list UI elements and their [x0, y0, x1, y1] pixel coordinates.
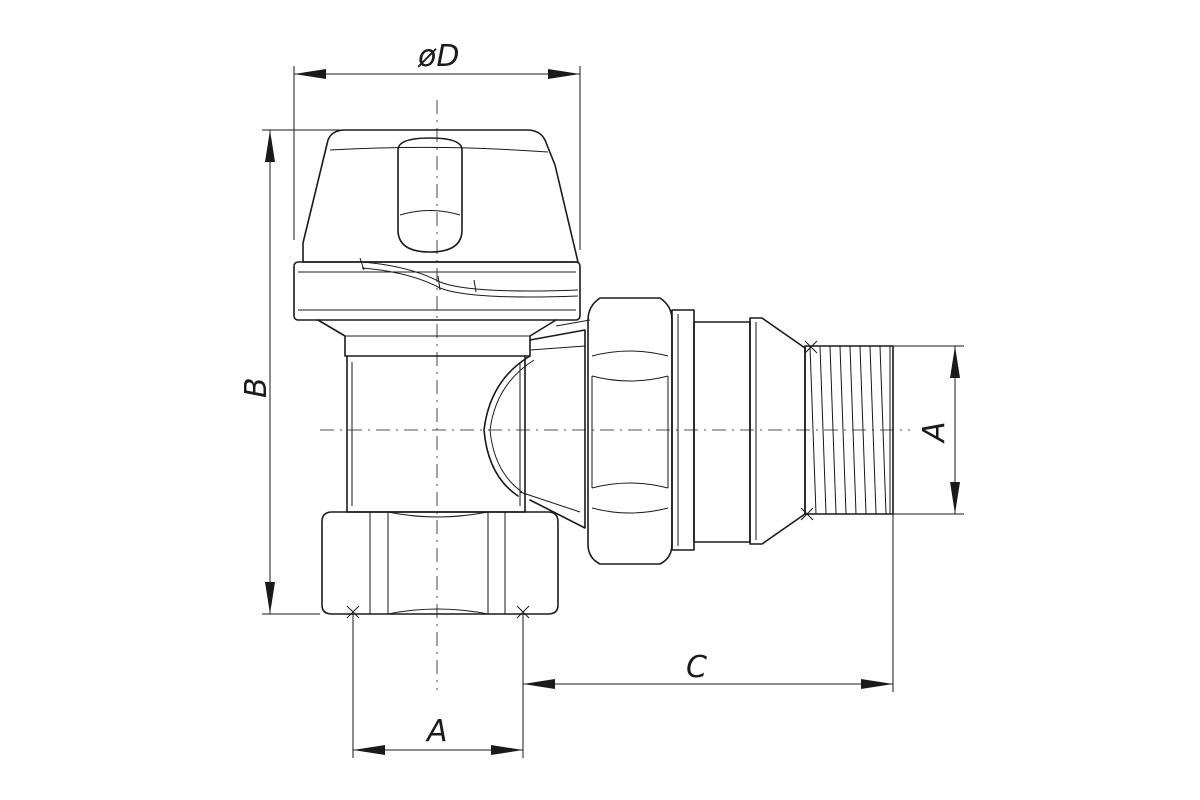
dimension-thread-bottom: A — [352, 614, 524, 758]
thread-mark-top — [804, 340, 818, 354]
valve-handwheel — [293, 129, 581, 357]
dimension-thread-side: A — [893, 345, 964, 515]
bottom-hex-nut — [321, 511, 559, 615]
bottom-thread-mark-left — [346, 605, 360, 619]
offset-label: C — [686, 650, 707, 685]
height-label: B — [239, 377, 274, 398]
dimension-diameter: øD — [293, 39, 581, 250]
thread-mark-bottom — [800, 507, 814, 521]
thread-lines — [809, 345, 887, 515]
diameter-label: øD — [417, 39, 459, 74]
side-hex-nut — [587, 297, 695, 565]
bottom-thread-mark-right — [516, 605, 530, 619]
tailpiece — [693, 317, 894, 545]
dimension-offset: C — [523, 514, 894, 692]
valve-body — [346, 319, 591, 529]
thread-side-label: A — [917, 421, 952, 444]
thread-bottom-label: A — [425, 714, 448, 749]
dimension-height: B — [239, 129, 340, 615]
